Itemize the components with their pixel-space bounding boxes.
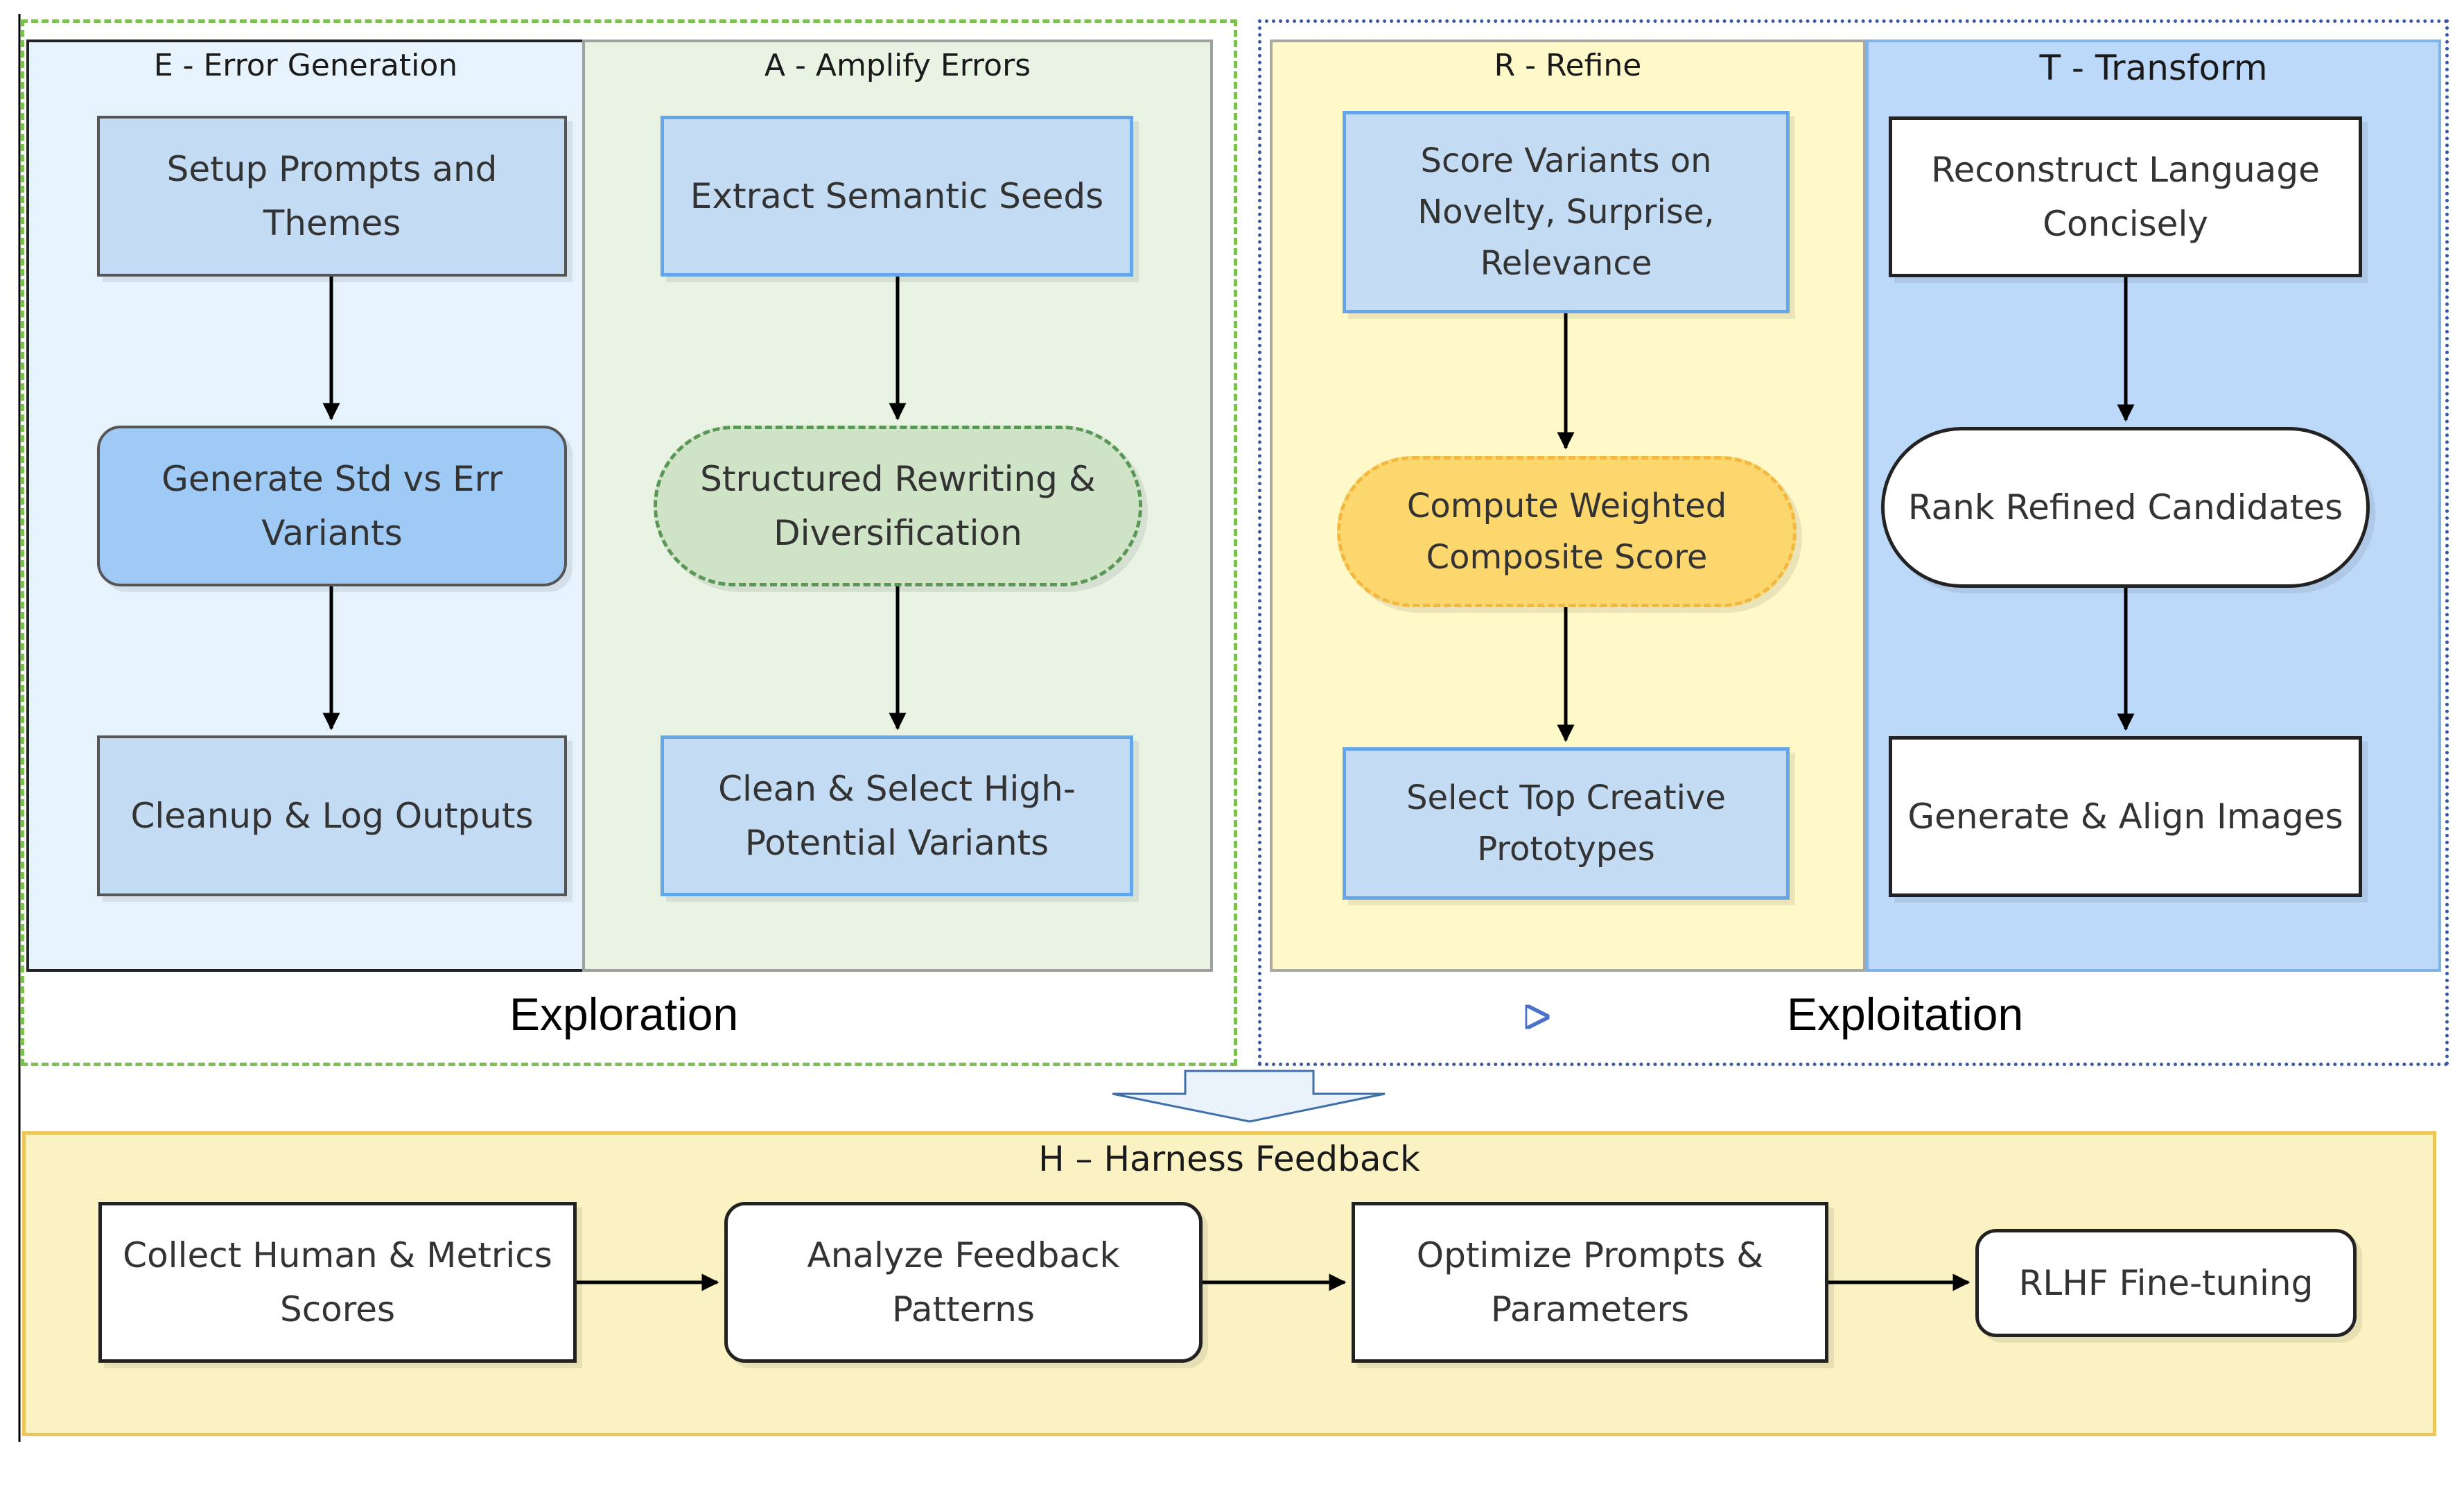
lane-title: A - Amplify Errors [764,48,1031,83]
lane-title: R - Refine [1494,48,1642,83]
node-reconstruct-language: Reconstruct Language Concisely [1889,116,2362,277]
lane-title: E - Error Generation [153,48,458,83]
node-analyze-feedback: Analyze Feedback Patterns [724,1202,1203,1363]
node-rank-candidates: Rank Refined Candidates [1881,427,2370,588]
node-rlhf-finetuning: RLHF Fine-tuning [1975,1229,2357,1337]
node-optimize-prompts: Optimize Prompts & Parameters [1352,1202,1828,1363]
exploitation-label: Exploitation [1787,988,2024,1040]
node-generate-variants: Generate Std vs Err Variants [97,426,567,586]
node-clean-select: Clean & Select High-Potential Variants [661,735,1133,896]
node-score-variants: Score Variants on Novelty, Surprise, Rel… [1343,111,1790,313]
exploration-group [21,19,1237,1066]
exploration-label: Exploration [509,988,739,1040]
node-structured-rewriting: Structured Rewriting & Diversification [654,426,1142,586]
down-block-arrow [1112,1070,1386,1123]
node-extract-seeds: Extract Semantic Seeds [661,116,1133,277]
exploitation-group [1258,19,2449,1066]
lane-title: T - Transform [2039,48,2268,88]
node-select-prototypes: Select Top Creative Prototypes [1343,747,1790,900]
node-cleanup-log: Cleanup & Log Outputs [97,735,567,896]
node-setup-prompts: Setup Prompts and Themes [97,116,567,277]
harness-title: H – Harness Feedback [1038,1139,1420,1179]
node-collect-scores: Collect Human & Metrics Scores [98,1202,577,1363]
node-generate-images: Generate & Align Images [1889,736,2362,897]
node-composite-score: Compute Weighted Composite Score [1337,456,1797,607]
